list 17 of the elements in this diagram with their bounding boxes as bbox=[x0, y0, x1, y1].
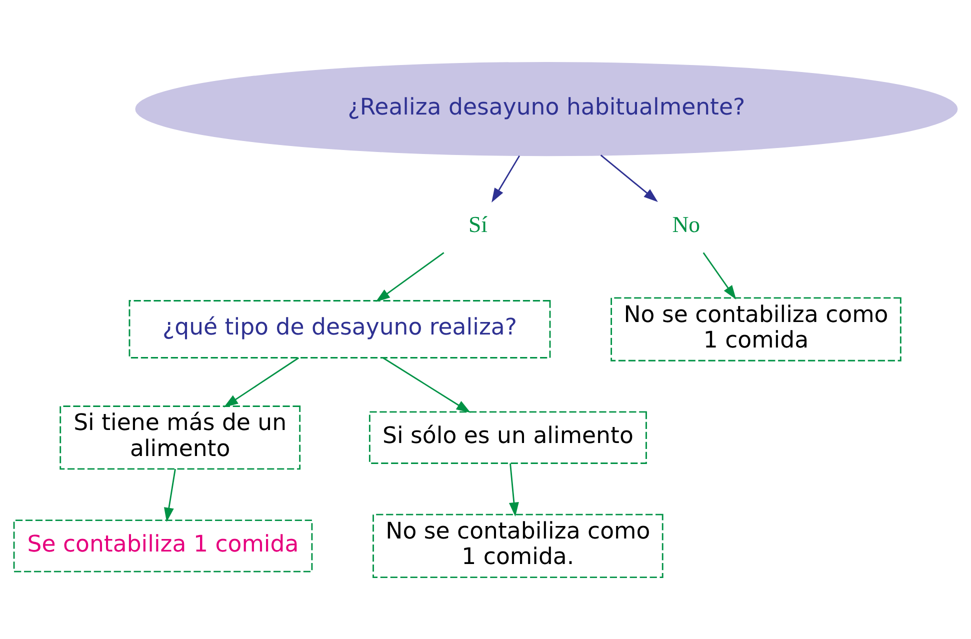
node-box: Si tiene más de un alimento bbox=[60, 405, 301, 470]
node-box: No se contabiliza como 1 comida bbox=[610, 296, 902, 361]
node-text: No bbox=[672, 212, 700, 237]
arrow bbox=[702, 252, 736, 300]
arrow bbox=[382, 356, 471, 412]
node-box: Si sólo es un alimento bbox=[368, 410, 647, 464]
node-box: ¿qué tipo de desayuno realiza? bbox=[128, 300, 551, 358]
node-box: Se contabiliza 1 comida bbox=[13, 519, 313, 572]
arrow bbox=[508, 462, 519, 516]
node-text: Sí bbox=[468, 212, 488, 237]
node-box: No se contabiliza como 1 comida. bbox=[372, 513, 664, 578]
arrow bbox=[600, 154, 658, 202]
arrow bbox=[492, 154, 520, 202]
arrow bbox=[164, 468, 176, 522]
arrow bbox=[376, 252, 444, 302]
node-ellipse: ¿Realiza desayuno habitualmente? bbox=[135, 61, 958, 156]
arrow bbox=[224, 356, 300, 407]
